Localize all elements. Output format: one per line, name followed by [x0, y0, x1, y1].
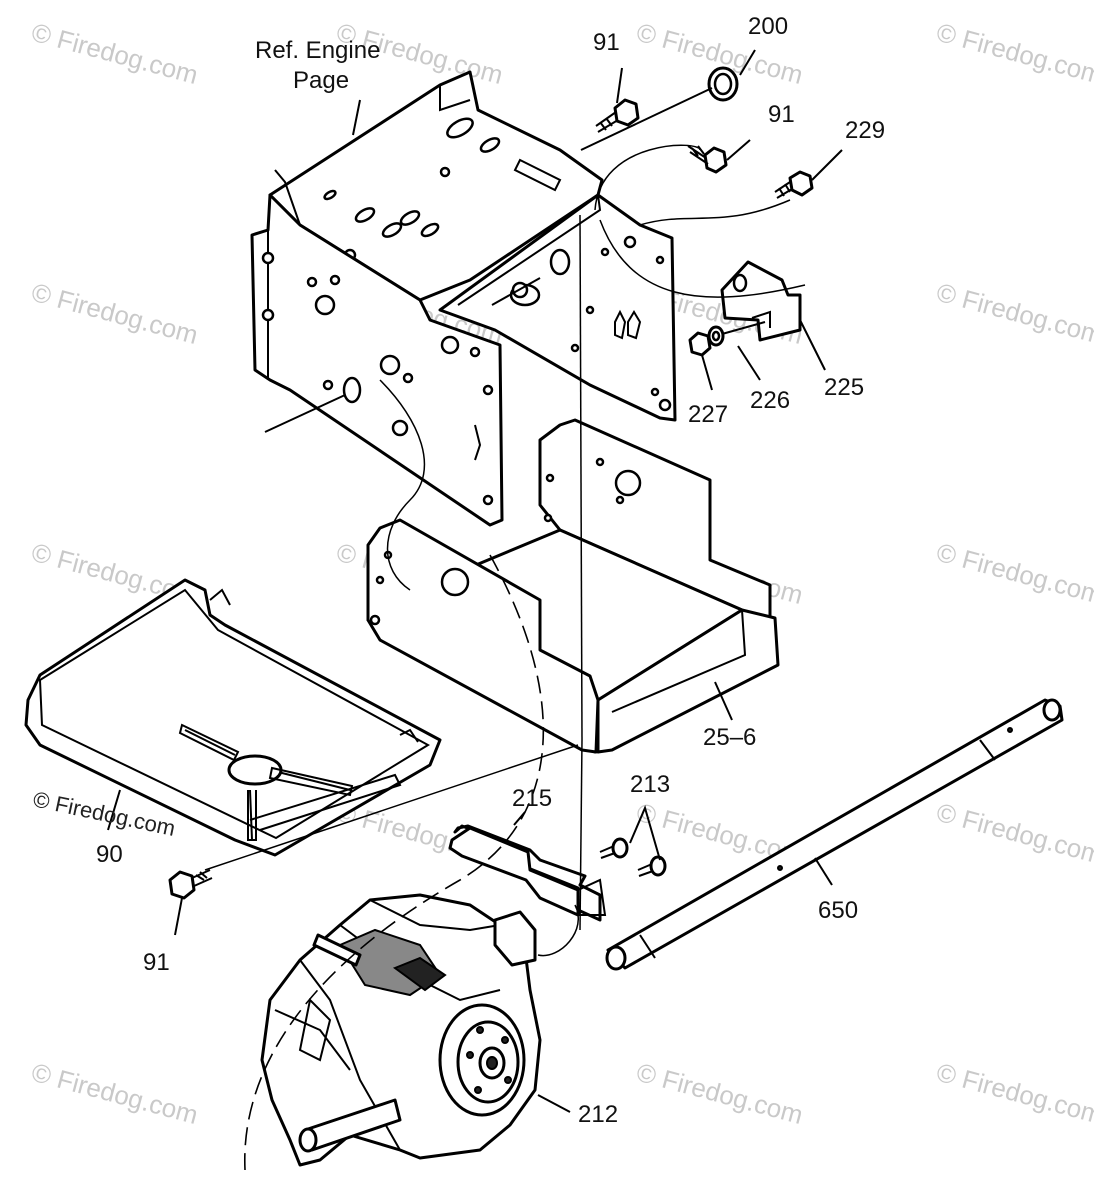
watermark: © Firedog.com [933, 1057, 1094, 1130]
callout-225: 225 [824, 374, 864, 401]
callout-226: 226 [750, 387, 790, 414]
watermark: © Firedog.com [633, 1057, 806, 1130]
callout-212: 212 [578, 1101, 618, 1128]
callout-650: 650 [818, 897, 858, 924]
watermark: © Firedog.com [933, 797, 1094, 870]
reference-label-line1: Ref. Engine [255, 37, 380, 64]
watermark: © Firedog.com [933, 537, 1094, 610]
watermark: © Firedog.com [28, 17, 201, 90]
callout-90: 90 [96, 841, 123, 868]
watermark: © Firedog.com [933, 277, 1094, 350]
hardware-226-227 [688, 321, 766, 357]
callout-227: 227 [688, 401, 728, 428]
callout-213: 213 [630, 771, 670, 798]
bolt-91-bottom [168, 869, 213, 900]
bolt-229 [774, 170, 814, 199]
callout-229: 229 [845, 117, 885, 144]
bracket-215 [448, 824, 607, 922]
callout-215: 215 [512, 785, 552, 812]
shaft-650 [605, 698, 1064, 971]
screws-213 [599, 837, 667, 877]
callout-91-mid: 91 [768, 101, 795, 128]
bracket-225 [720, 260, 802, 342]
callout-200: 200 [748, 13, 788, 40]
callout-91-top: 91 [593, 29, 620, 56]
watermark: © Firedog.com [28, 1057, 201, 1130]
seal-200 [707, 66, 739, 102]
chassis-pan-25-6 [366, 418, 780, 754]
shield-panel-90 [24, 578, 442, 857]
leader-lines [107, 49, 843, 1171]
callout-25-6: 25–6 [703, 724, 756, 751]
bolt-91-mid [687, 145, 728, 174]
watermark: © Firedog.com [933, 17, 1094, 90]
callout-labels: Ref. Engine Page 91 200 91 229 225 226 2… [96, 13, 885, 1128]
callout-91-bottom: 91 [143, 949, 170, 976]
watermark: © Firedog.com [28, 277, 201, 350]
transmission-212 [260, 893, 542, 1167]
reference-label-line2: Page [293, 67, 349, 94]
bolt-91-top [595, 98, 640, 133]
